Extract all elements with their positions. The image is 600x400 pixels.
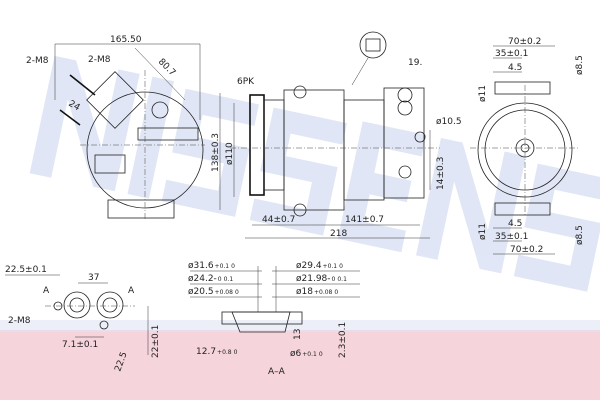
dim-mount-offset: 14±0.3 <box>436 157 446 190</box>
dim-d2-value: ø24.2- <box>188 274 217 284</box>
pink-band <box>0 330 600 400</box>
dim-d5-upper: 0 <box>332 276 336 283</box>
dim-bot-inner: 4.5 <box>508 219 522 229</box>
section-marker-left: A <box>43 286 50 296</box>
dim-d1-lower: 0 <box>231 263 235 270</box>
dim-bot-hole: ø11 <box>478 223 488 240</box>
dim-d4-upper: +0.1 <box>323 263 338 270</box>
dim-d4-lower: 0 <box>339 263 343 270</box>
dim-top-bore: ø8.5 <box>575 55 585 75</box>
dim-top-width: 70±0.2 <box>508 37 541 47</box>
dim-width: 165.50 <box>110 35 142 45</box>
label-port-bolt: 2-M8 <box>8 316 31 326</box>
dim-d10: 2.3±0.1 <box>338 322 348 358</box>
dim-height: 138±0.3 <box>211 133 221 172</box>
dim-d3-upper: +0.08 <box>215 289 234 296</box>
dim-length: 218 <box>330 229 347 239</box>
dim-d7-lower: 0 <box>234 349 238 356</box>
front-view: 165.50 80.7 2-M8 2-M8 24 <box>26 35 205 220</box>
dim-d7-value: 12.7 <box>196 347 216 357</box>
dim-d9-value: ø6 <box>290 349 302 359</box>
side-view: 6PK 138±0.3 ø110 19. ø10.5 14±0.3 44±0.7… <box>211 31 462 239</box>
dim-d5-lower: 0.1 <box>337 276 347 283</box>
dim-connector-offset: 19. <box>408 58 422 68</box>
dim-d9-upper: +0.1 <box>302 351 317 358</box>
dim-d7-upper: +0.8 <box>217 349 232 356</box>
dim-diag: 80.7 <box>156 57 177 78</box>
dim-top-hole: ø11 <box>478 85 488 102</box>
dim-pulley-to-mount: 44±0.7 <box>262 215 295 225</box>
dim-port-spacing: 37 <box>88 273 99 283</box>
dim-hole: ø10.5 <box>436 117 462 127</box>
dim-d1-upper: +0.1 <box>215 263 230 270</box>
dim-d6-value: ø18 <box>296 287 313 297</box>
dim-pulley: ø110 <box>225 142 235 165</box>
dim-bot-half: 35±0.1 <box>495 232 528 242</box>
dim-d1-value: ø31.6 <box>188 261 214 271</box>
watermark-logo <box>29 55 600 292</box>
label-bolt-2: 2-M8 <box>88 55 111 65</box>
dim-d6-lower: 0 <box>334 289 338 296</box>
dim-bolt-offset: 7.1±0.1 <box>62 340 98 350</box>
label-belt: 6PK <box>237 77 255 87</box>
dim-d5-value: ø21.98- <box>296 274 331 284</box>
dim-d3-value: ø20.5 <box>188 287 214 297</box>
dim-d3-lower: 0 <box>235 289 239 296</box>
dim-port-offset: 22.5±0.1 <box>5 265 47 275</box>
blue-band <box>0 320 600 332</box>
section-title: A–A <box>268 367 286 377</box>
dim-d2-upper: 0 <box>218 276 222 283</box>
dim-bot-width: 70±0.2 <box>510 245 543 255</box>
dim-d4-value: ø29.4 <box>296 261 322 271</box>
dim-top-inner: 4.5 <box>508 63 522 73</box>
dim-port-height: 22±0.1 <box>151 325 161 358</box>
rear-view: 70±0.2 35±0.1 4.5 ø11 ø8.5 4.5 35±0.1 70… <box>470 37 585 255</box>
dim-bot-bore: ø8.5 <box>575 225 585 245</box>
dim-d8: 13 <box>293 329 303 340</box>
label-bolt-1: 2-M8 <box>26 56 49 66</box>
dim-d6-upper: +0.08 <box>314 289 333 296</box>
connector-detail <box>359 31 387 59</box>
dim-top-half: 35±0.1 <box>495 49 528 59</box>
dim-mount-spacing: 141±0.7 <box>345 215 384 225</box>
section-marker-right: A <box>128 286 135 296</box>
dim-d9-lower: 0 <box>319 351 323 358</box>
dim-d2-lower: 0.1 <box>224 276 234 283</box>
